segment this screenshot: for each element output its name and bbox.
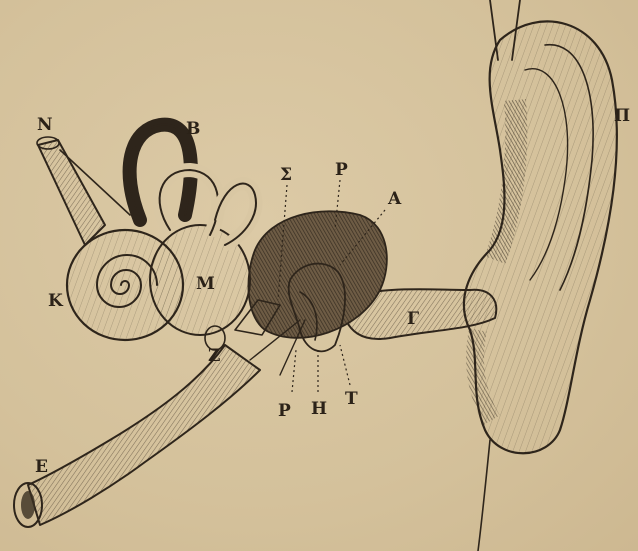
label-A: A <box>387 189 402 209</box>
label-N: N <box>37 115 53 135</box>
label-T: Τ <box>345 389 358 409</box>
auricle <box>464 0 617 551</box>
eustachian-tube <box>14 345 260 527</box>
label-Rho-top: Ρ <box>335 160 348 180</box>
label-Sigma: Σ <box>280 165 292 185</box>
label-E: E <box>35 457 48 477</box>
cochlea <box>67 230 183 340</box>
label-M: M <box>196 274 215 294</box>
label-Rho-bottom: Ρ <box>278 401 291 421</box>
label-Eta: Η <box>311 399 327 419</box>
label-Gamma: Γ <box>407 309 419 329</box>
label-Pi: Π <box>614 106 630 126</box>
auditory-nerve <box>37 137 130 245</box>
label-Z: Z <box>208 346 220 366</box>
label-B: B <box>186 119 200 139</box>
label-K: K <box>48 291 64 311</box>
